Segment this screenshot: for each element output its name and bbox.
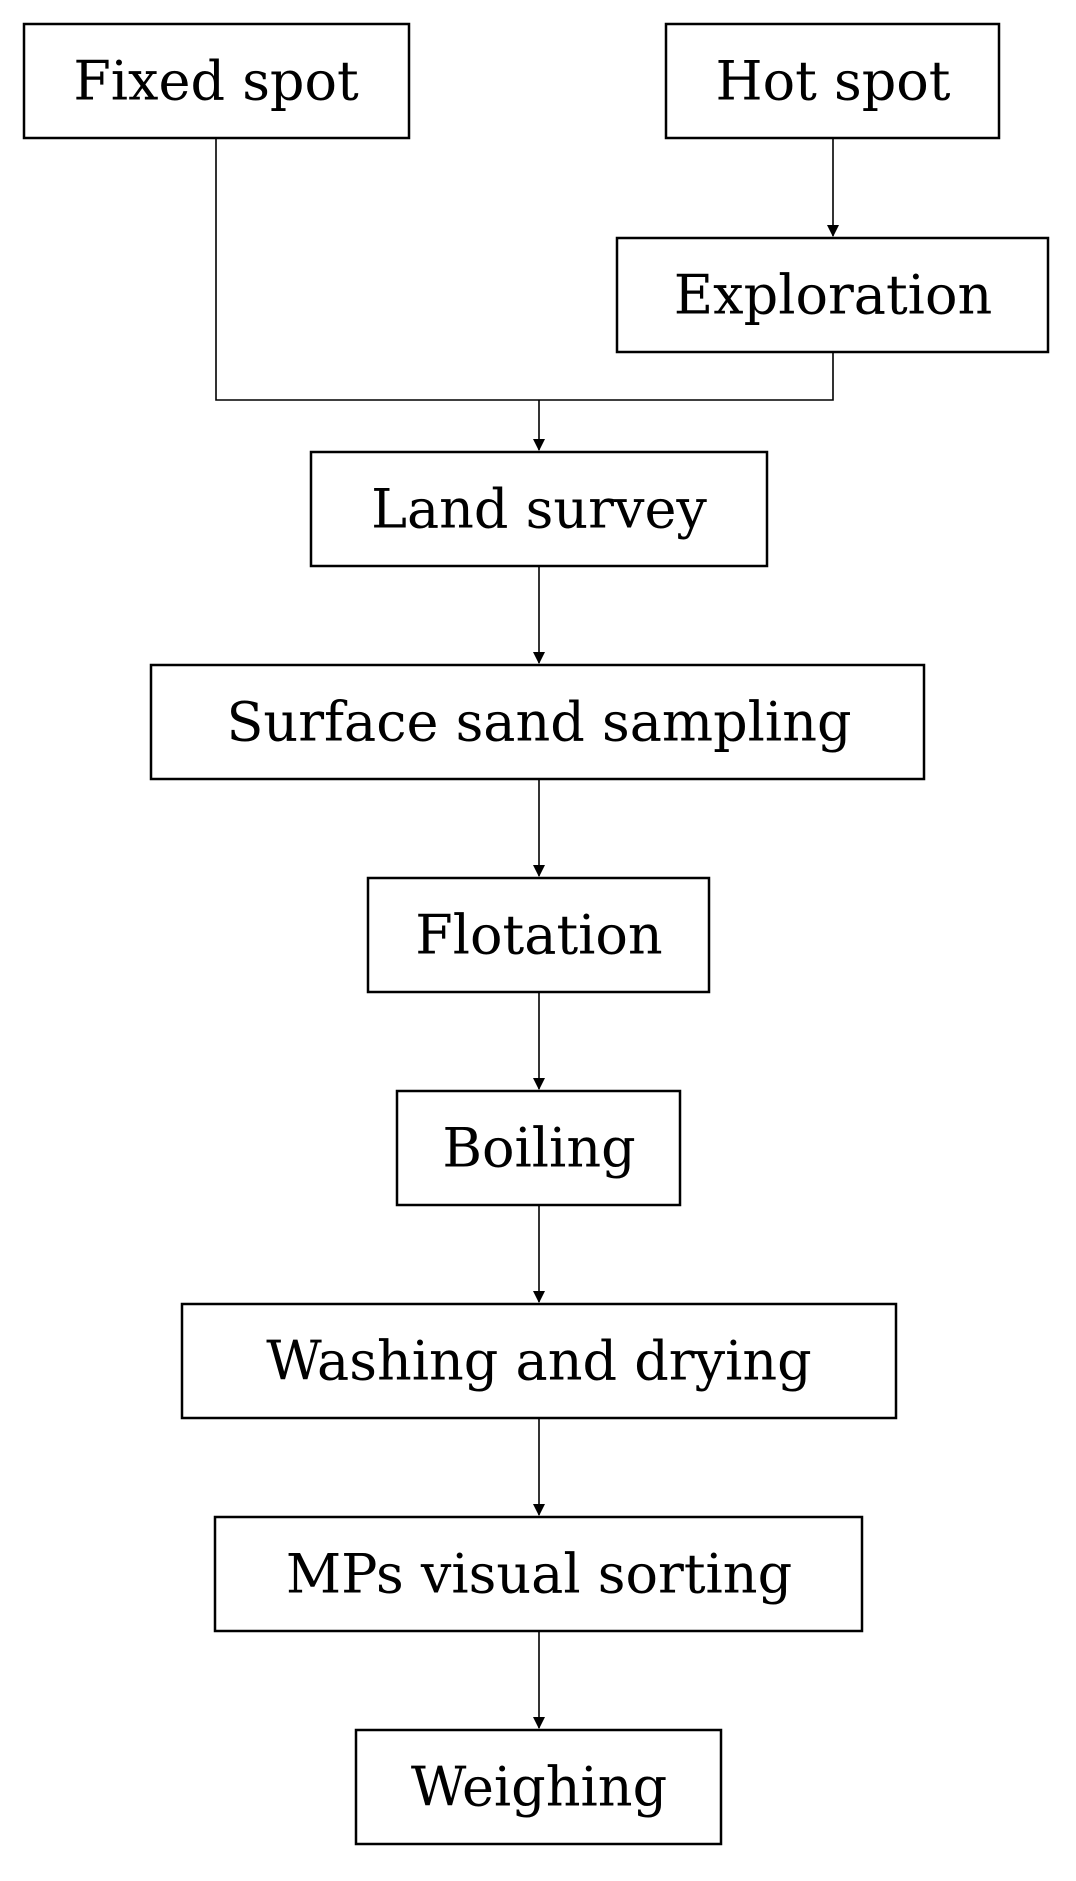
node-hot-spot: Hot spot — [664, 22, 1001, 140]
node-boiling: Boiling — [395, 1089, 682, 1207]
node-fixed-spot: Fixed spot — [22, 22, 411, 140]
node-label-mps-visual-sorting: MPs visual sorting — [286, 1543, 792, 1606]
node-label-weighing: Weighing — [411, 1756, 667, 1819]
nodes: Fixed spot Hot spot Exploration Land sur… — [22, 22, 1050, 1846]
node-surface-sand-sampling: Surface sand sampling — [149, 663, 926, 781]
node-label-washing-and-drying: Washing and drying — [266, 1330, 811, 1393]
node-label-fixed-spot: Fixed spot — [73, 50, 359, 113]
node-land-survey: Land survey — [309, 450, 769, 568]
node-label-surface-sand-sampling: Surface sand sampling — [226, 691, 851, 754]
edge-fixed-spot-to-land-survey — [215, 138, 539, 401]
node-label-exploration: Exploration — [674, 264, 993, 327]
node-label-land-survey: Land survey — [371, 478, 707, 541]
edge-exploration-to-land-survey — [539, 352, 834, 401]
node-washing-and-drying: Washing and drying — [180, 1302, 898, 1420]
node-label-flotation: Flotation — [415, 904, 662, 967]
node-weighing: Weighing — [354, 1728, 723, 1846]
edges — [215, 138, 839, 1729]
node-flotation: Flotation — [366, 876, 711, 994]
node-label-boiling: Boiling — [442, 1117, 635, 1180]
node-label-hot-spot: Hot spot — [716, 50, 951, 113]
node-exploration: Exploration — [615, 236, 1050, 354]
node-mps-visual-sorting: MPs visual sorting — [213, 1515, 864, 1633]
